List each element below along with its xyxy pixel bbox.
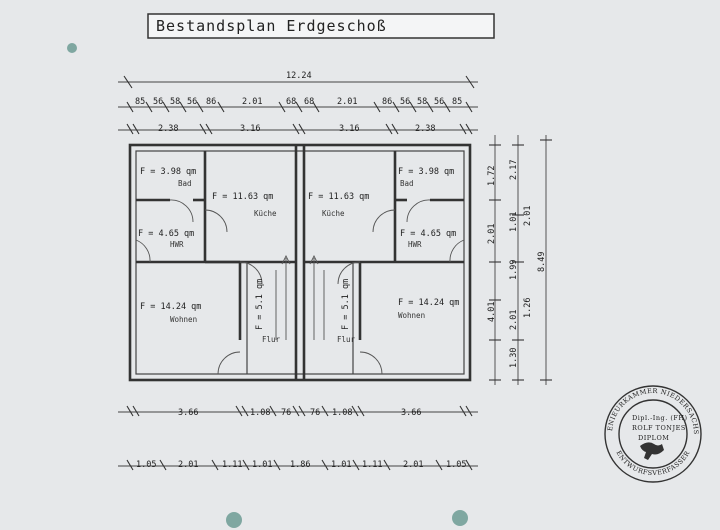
dim-b1-5: 3.66 (401, 408, 421, 418)
dim-r1-10: 56 (400, 97, 410, 107)
room-hwr-left-name: HWR (170, 240, 184, 249)
dim-r1-1: 56 (153, 97, 163, 107)
room-flur-left-area: F = 5.1 qm (255, 279, 265, 330)
dim-r1-9: 86 (382, 97, 392, 107)
dim-r1-12: 56 (434, 97, 444, 107)
dim-b1-3: 76 (310, 408, 320, 418)
dimension-top-row1: 85 56 58 56 86 2.01 68 68 2.01 86 56 58 … (118, 97, 478, 113)
dim-right-outer: 8.49 (537, 252, 547, 272)
dimension-top-total: 12.24 (118, 71, 478, 89)
dim-r1-11: 58 (417, 97, 427, 107)
dim-r1-0: 85 (135, 97, 145, 107)
dim-r1-7: 68 (304, 97, 314, 107)
room-kueche-left-area: F = 11.63 qm (212, 192, 273, 202)
stamp-line3: DIPLOM (638, 434, 669, 442)
stamp-line2: ROLF TONJES (632, 424, 686, 432)
room-flur-left-name: Flur (262, 335, 281, 344)
dim-right-mid-0: 2.17 (509, 160, 519, 180)
title-box (147, 13, 495, 39)
plan-title: Bestandsplan Erdgeschoß (156, 17, 387, 35)
room-wohnen-right-area: F = 14.24 qm (398, 298, 459, 308)
dim-r1-3: 56 (187, 97, 197, 107)
dim-right-inner-3: 2.01 (509, 310, 519, 330)
dim-b1-0: 3.66 (178, 408, 198, 418)
dimension-bottom-row1: 3.66 1.08 76 76 1.08 3.66 (118, 405, 478, 418)
dim-b2-3: 1.01 (252, 460, 272, 470)
dim-right-mid-1: 1.01 (509, 212, 519, 232)
punch-hole-bottom-right (452, 510, 468, 526)
dim-right-mid-4: 4.01 (487, 302, 497, 322)
dim-right-mid-3: 1.26 (523, 298, 533, 318)
stamp-horse-icon (640, 442, 664, 460)
dim-r1-5: 2.01 (242, 97, 262, 107)
punch-hole-top (67, 43, 77, 53)
dim-right-inner-2: 1.99 (509, 260, 519, 280)
room-wohnen-left-name: Wohnen (170, 315, 197, 324)
dim-b1-1: 1.08 (250, 408, 270, 418)
dim-b2-1: 2.01 (178, 460, 198, 470)
dim-b2-4: 1.86 (290, 460, 310, 470)
room-bad-right-area: F = 3.98 qm (398, 167, 454, 177)
dim-right-inner-0: 1.72 (487, 166, 497, 186)
room-flur-right-area: F = 5.1 qm (341, 279, 351, 330)
dim-b2-7: 2.01 (403, 460, 423, 470)
dim-b2-2: 1.11 (222, 460, 242, 470)
dim-r1-13: 85 (452, 97, 462, 107)
dim-b2-0: 1.05 (136, 460, 156, 470)
room-kueche-right-name: Küche (322, 209, 345, 218)
dimension-bottom-row2: 1.05 2.01 1.11 1.01 1.86 1.01 1.11 2.01 … (118, 459, 478, 471)
dimension-right: 1.72 2.01 1.99 2.01 1.30 2.17 1.01 2.01 … (487, 135, 552, 385)
room-hwr-left-area: F = 4.65 qm (138, 229, 194, 239)
dim-r2-3: 2.38 (415, 124, 435, 134)
door-swings (135, 199, 465, 375)
dim-b2-8: 1.05 (446, 460, 466, 470)
dim-b2-6: 1.11 (362, 460, 382, 470)
room-flur-right-name: Flur (337, 335, 356, 344)
walls (128, 143, 472, 382)
dim-r1-6: 68 (286, 97, 296, 107)
dimension-top-row2: 2.38 3.16 3.16 2.38 (118, 123, 478, 135)
dim-r1-2: 58 (170, 97, 180, 107)
room-hwr-right-name: HWR (408, 240, 422, 249)
dim-b1-4: 1.08 (332, 408, 352, 418)
room-kueche-right-area: F = 11.63 qm (308, 192, 369, 202)
stair-arrows (275, 254, 325, 340)
room-bad-right-name: Bad (400, 179, 414, 188)
punch-hole-bottom-left (226, 512, 242, 528)
room-hwr-right-area: F = 4.65 qm (400, 229, 456, 239)
dim-right-inner-1: 2.01 (487, 224, 497, 244)
dim-r2-2: 3.16 (339, 124, 359, 134)
dim-r2-1: 3.16 (240, 124, 260, 134)
room-wohnen-left-area: F = 14.24 qm (140, 302, 201, 312)
dim-total-label: 12.24 (286, 71, 312, 81)
dim-b1-2: 76 (281, 408, 291, 418)
room-wohnen-right-name: Wohnen (398, 311, 425, 320)
dim-b2-5: 1.01 (331, 460, 351, 470)
dim-right-mid-2: 2.01 (523, 206, 533, 226)
room-bad-left-area: F = 3.98 qm (140, 167, 196, 177)
room-bad-left-name: Bad (178, 179, 192, 188)
stamp-line1: Dipl.-Ing. (FH) (632, 414, 688, 422)
room-kueche-left-name: Küche (254, 209, 277, 218)
dim-right-inner-4: 1.30 (509, 348, 519, 368)
dim-r1-4: 86 (206, 97, 216, 107)
dim-r2-0: 2.38 (158, 124, 178, 134)
dim-r1-8: 2.01 (337, 97, 357, 107)
